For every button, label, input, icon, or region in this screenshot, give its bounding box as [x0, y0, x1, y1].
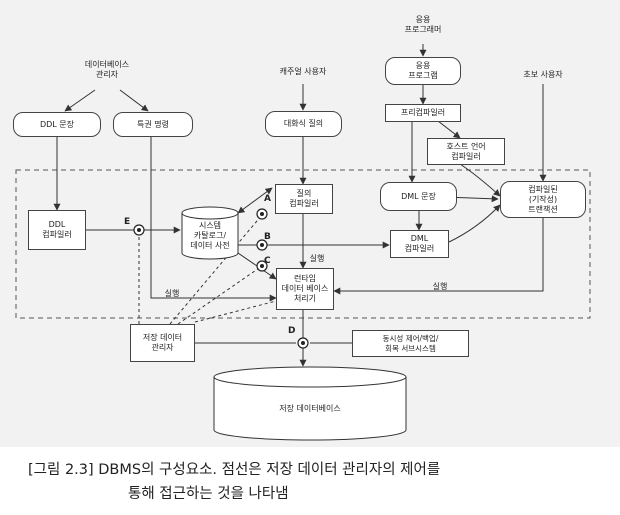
dashed-manager-c	[177, 265, 263, 325]
edge-transaction-runtime	[333, 218, 544, 295]
edge-dba-privileged	[119, 89, 149, 112]
actor-casual-user: 캐주얼 사용자	[279, 67, 327, 76]
query-compiler-box: 질의 컴파일러	[275, 184, 333, 214]
caption-line-1: [그림 2.3] DBMS의 구성요소. 점선은 저장 데이터 관리자의 제어를	[28, 462, 441, 478]
actor-programmer: 응용 프로그래머	[404, 15, 442, 34]
stored-data-manager-box: 저장 데이터 관리자	[130, 324, 195, 362]
host-compiler-box: 호스트 언어 컴파일러	[427, 138, 505, 165]
exec-label-right: 실행	[432, 282, 448, 291]
concurrency-subsystem-box: 동시성 제어/백업/ 회복 서브시스템	[352, 330, 469, 357]
actor-naive-user: 초보 사용자	[523, 70, 563, 79]
catalog-label: 시스템 카탈로그/ 데이터 사전	[190, 221, 230, 250]
edge-privileged-runtime	[150, 137, 277, 302]
edge-precompiler-host	[437, 120, 461, 139]
node-dots	[133, 208, 309, 349]
node-d-label: D	[288, 326, 296, 336]
ddl-compiler-box: DDL 컴파일러	[28, 210, 86, 250]
edge-catalog-querycomp	[237, 187, 273, 214]
privileged-command-box: 특권 명령	[113, 112, 193, 137]
edge-host-transaction	[459, 163, 501, 197]
exec-label-left: 실행	[164, 289, 180, 298]
precompiler-box: 프리컴파일러	[385, 104, 461, 122]
node-c-label: C	[264, 256, 271, 266]
node-a-label: A	[264, 194, 271, 204]
connector-layer	[15, 44, 591, 441]
caption-line-2: 통해 접근하는 것을 나타냄	[128, 486, 289, 502]
catalog-cylinder	[181, 206, 239, 260]
edge-dmlcomp-transaction	[448, 204, 501, 243]
edge-dba-ddl	[64, 89, 96, 112]
dml-statement-box: DML 문장	[380, 182, 457, 211]
database-cylinder	[213, 366, 407, 441]
database-label: 저장 데이터베이스	[279, 404, 341, 413]
dml-compiler-box: DML 컴파일러	[390, 230, 449, 258]
node-b-label: B	[264, 232, 271, 242]
interactive-query-box: 대화식 질의	[265, 111, 342, 137]
ddl-statement-box: DDL 문장	[13, 112, 101, 137]
runtime-processor-box: 런타임 데이터 베이스 처리기	[276, 268, 334, 310]
exec-label-query: 실행	[309, 254, 325, 263]
compiled-transaction-box: 컴파일된 (기작성) 트랜잭션	[500, 181, 586, 218]
app-program-box: 응용 프로그램	[385, 57, 461, 85]
node-e-label: E	[124, 217, 131, 227]
actor-dba: 데이터베이스 관리자	[84, 60, 130, 79]
